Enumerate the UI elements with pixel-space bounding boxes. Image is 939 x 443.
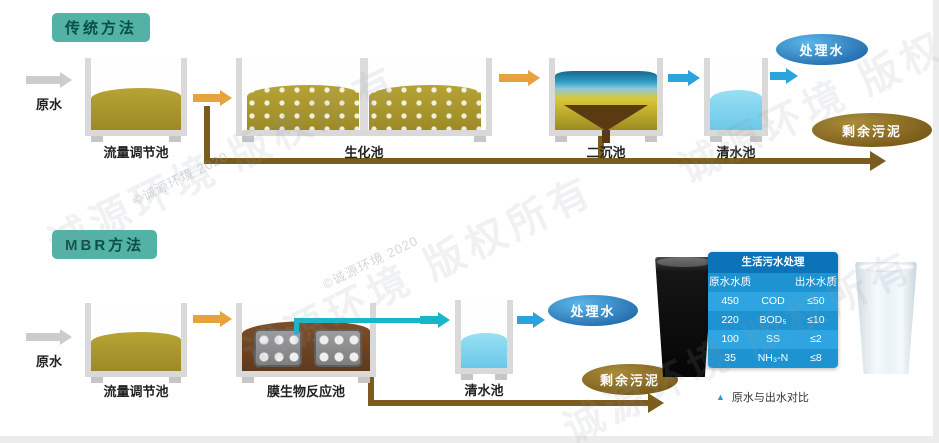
raw-value: 220 <box>721 314 739 326</box>
table-subheader: 原水水质 出水水质 <box>708 273 838 292</box>
section-badge-mbr: MBR方法 <box>52 230 158 259</box>
clarifier-outlet <box>602 130 610 143</box>
flow-arrow <box>668 70 700 86</box>
param-name: BOD₅ <box>759 314 787 326</box>
inflow-arrow <box>26 329 72 345</box>
sludge-pipe <box>204 106 210 162</box>
tank-liquid <box>91 331 181 371</box>
tank-flow-regulation-mbr <box>85 303 187 383</box>
treated-water-oval: 处理水 <box>776 34 868 65</box>
bottom-edge-strip <box>0 436 939 443</box>
sludge-pipe <box>598 134 604 162</box>
caption-text: 原水与出水对比 <box>731 392 809 404</box>
tank-label-clear-water-mbr: 清水池 <box>464 383 504 398</box>
excess-sludge-oval: 剩余污泥 <box>582 364 678 395</box>
table-row: 35 NH₃-N ≤8 <box>708 349 838 368</box>
permeate-pipe <box>294 318 420 323</box>
param-name: SS <box>765 333 780 345</box>
table-row: 220 BOD₅ ≤10 <box>708 311 838 330</box>
table-title: 生活污水处理 <box>708 252 838 273</box>
sludge-arrowhead <box>870 151 886 171</box>
permeate-pipe <box>294 318 299 334</box>
tank-divider <box>360 58 368 130</box>
tank-label-secondary-clarifier: 二沉池 <box>586 145 626 160</box>
raw-value: 450 <box>721 295 739 307</box>
tank-liquid <box>247 85 359 130</box>
param-name: COD <box>761 295 785 307</box>
triangle-icon: ▲ <box>716 392 725 402</box>
out-value: ≤8 <box>810 352 822 364</box>
raw-value: 100 <box>721 333 739 345</box>
section-badge-traditional: 传统方法 <box>52 13 151 42</box>
tank-label-clear-water: 清水池 <box>716 145 756 160</box>
outflow-arrow <box>517 312 545 328</box>
sludge-pipe <box>204 158 872 164</box>
raw-water-label: 原水 <box>35 354 62 369</box>
tank-liquid <box>369 85 481 130</box>
tank-liquid <box>91 88 181 130</box>
inflow-arrow <box>26 72 72 88</box>
flow-arrow <box>193 311 232 327</box>
col-param-header <box>752 273 794 292</box>
table-row: 100 SS ≤2 <box>708 330 838 349</box>
watermark-copyright: ©诚源环境 2020 <box>320 232 421 292</box>
flow-arrow <box>193 90 232 106</box>
tank-label-flow-regulation: 流量调节池 <box>103 145 169 160</box>
right-edge-strip <box>933 0 939 443</box>
col-raw-header: 原水水质 <box>709 276 752 288</box>
raw-water-glass <box>655 257 713 377</box>
tank-liquid <box>710 90 762 130</box>
permeate-arrow <box>420 312 450 328</box>
sludge-pipe <box>368 374 374 404</box>
sludge-arrowhead <box>648 393 664 413</box>
treated-water-oval: 处理水 <box>548 295 638 326</box>
table-title-text: 生活污水处理 <box>741 256 805 268</box>
water-quality-table: 生活污水处理 原水水质 出水水质 450 COD ≤50 220 BOD₅ ≤1… <box>708 252 838 368</box>
tank-clear-water-mbr <box>455 300 513 380</box>
membrane-module <box>314 329 362 367</box>
clarifier-funnel <box>564 105 648 131</box>
tank-label-flow-regulation-mbr: 流量调节池 <box>103 384 169 399</box>
col-out-header: 出水水质 <box>794 276 837 288</box>
tank-clear-water <box>704 58 768 142</box>
outflow-arrow <box>770 68 798 84</box>
tank-secondary-clarifier <box>549 58 663 143</box>
out-value: ≤50 <box>807 295 825 307</box>
tank-membrane-bioreactor <box>236 303 376 383</box>
tank-flow-regulation <box>85 58 187 142</box>
membrane-module <box>254 329 302 367</box>
tank-label-biochemical: 生化池 <box>344 145 384 160</box>
flow-arrow <box>499 70 540 86</box>
out-value: ≤10 <box>807 314 825 326</box>
sludge-pipe <box>368 400 650 406</box>
param-name: NH₃-N <box>757 352 789 364</box>
raw-value: 35 <box>724 352 736 364</box>
tank-biochemical <box>236 58 492 142</box>
clean-water-glass <box>855 262 917 374</box>
tank-label-membrane-bioreactor: 膜生物反应池 <box>266 384 345 399</box>
excess-sludge-oval: 剩余污泥 <box>812 113 932 147</box>
tank-liquid <box>461 332 507 368</box>
table-row: 450 COD ≤50 <box>708 292 838 311</box>
raw-water-label: 原水 <box>35 97 62 112</box>
comparison-caption: ▲ 原水与出水对比 <box>716 389 886 405</box>
out-value: ≤2 <box>810 333 822 345</box>
